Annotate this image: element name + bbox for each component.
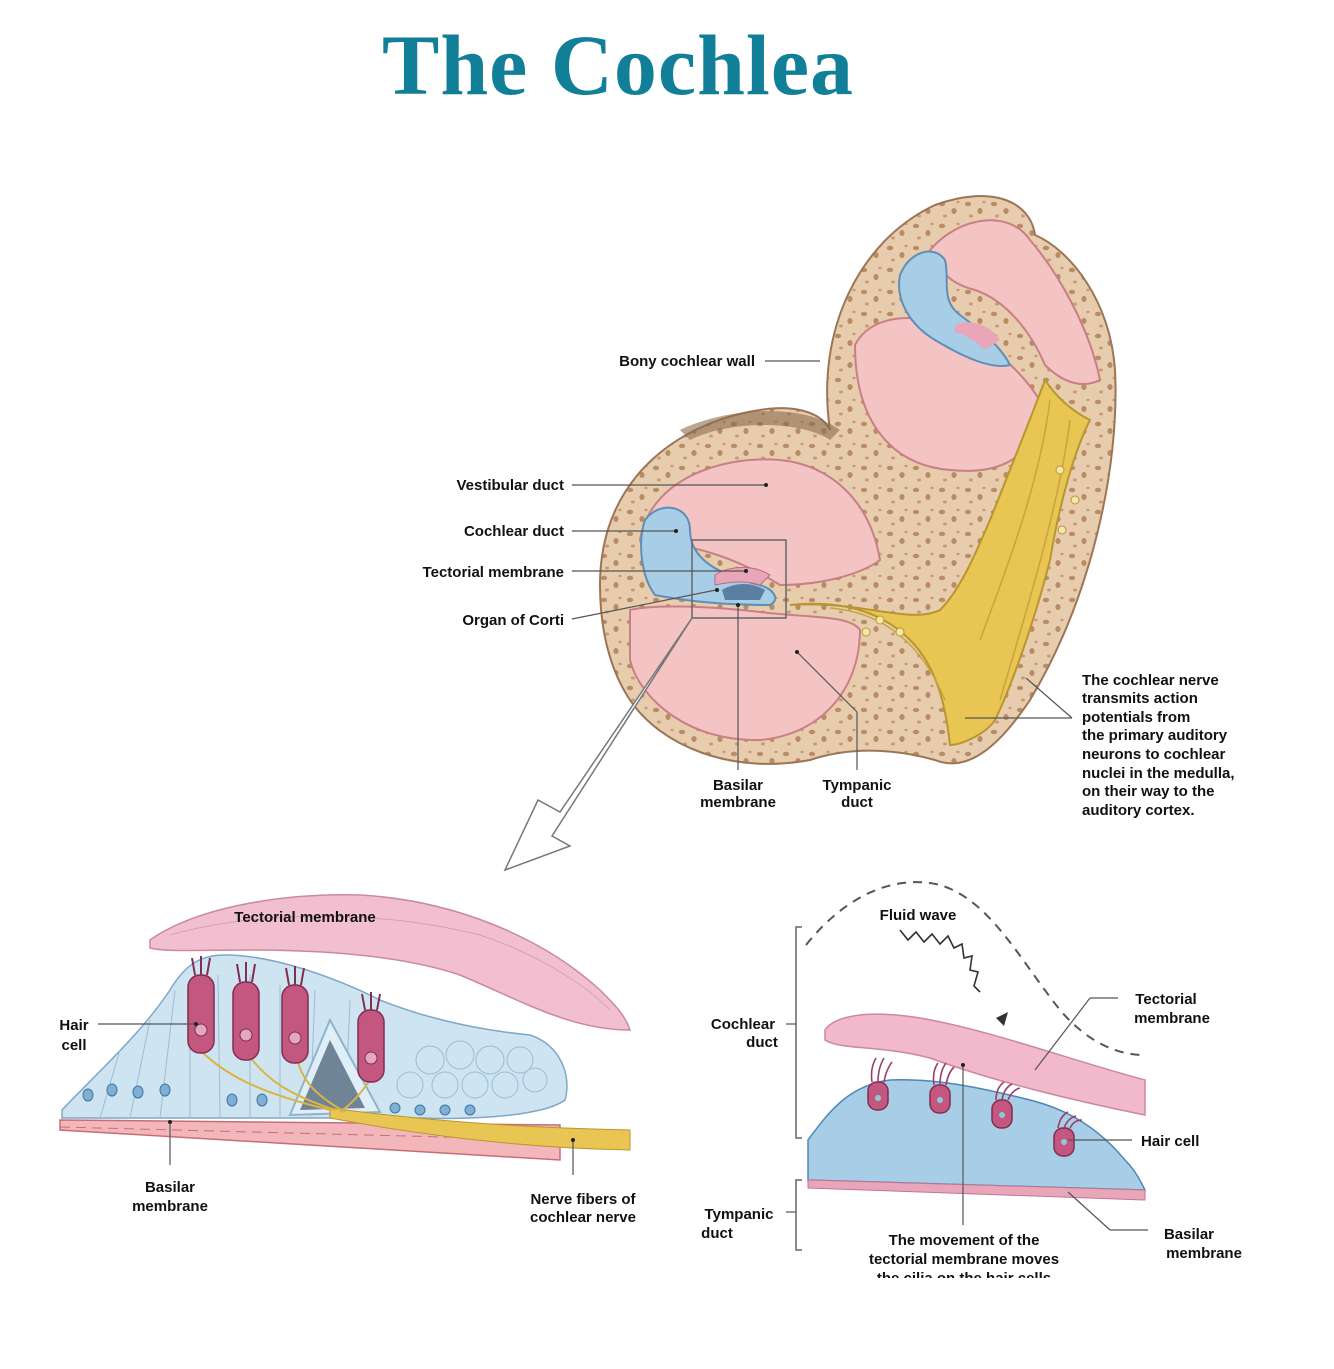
lower-vestibular-duct	[638, 458, 882, 587]
label-nerve-fibers-2: cochlear nerve	[530, 1209, 636, 1226]
svg-text:nuclei in the medulla,: nuclei in the medulla,	[1082, 765, 1235, 782]
label-tectorial-membrane-mech-1: Tectorial	[1135, 991, 1196, 1008]
inset-box	[691, 539, 787, 619]
mechanism-caption: The movement of the tectorial membrane m…	[869, 1232, 1059, 1287]
svg-text:the primary auditory: the primary auditory	[1082, 727, 1228, 744]
label-vestibular-duct: Vestibular duct	[456, 477, 564, 494]
svg-text:transmits action: transmits action	[1082, 690, 1198, 707]
svg-text:on their way to the: on their way to the	[1082, 783, 1215, 800]
lower-tympanic-duct	[629, 605, 862, 742]
nerve-fibers	[329, 1107, 631, 1151]
label-bony-cochlear-wall: Bony cochlear wall	[619, 353, 755, 370]
svg-text:The cochlear nerve: The cochlear nerve	[1082, 672, 1219, 689]
label-organ-of-corti: Organ of Corti	[462, 612, 564, 629]
label-tectorial-membrane-detail: Tectorial membrane	[234, 909, 375, 926]
label-tectorial-membrane-mech-2: membrane	[1134, 1010, 1210, 1027]
basilar-membrane-mech	[807, 1179, 1146, 1201]
cochlear-nerve-note: The cochlear nerve transmits action pote…	[1082, 672, 1235, 819]
label-hair-cell-detail-2: cell	[61, 1037, 86, 1054]
svg-text:the cilia on the hair cells: the cilia on the hair cells	[877, 1270, 1051, 1287]
label-tympanic-duct-top-2: duct	[841, 794, 873, 811]
label-tympanic-duct-mech-2: duct	[701, 1225, 733, 1242]
cochlea-cross-section	[503, 195, 1117, 872]
label-basilar-membrane-mech-1: Basilar	[1164, 1226, 1214, 1243]
page-title: The Cochlea	[381, 17, 855, 113]
label-hair-cell-detail-1: Hair	[59, 1017, 88, 1034]
tectorial-membrane-mech	[824, 1013, 1146, 1116]
label-cochlear-duct: Cochlear duct	[464, 523, 564, 540]
svg-text:tectorial membrane moves: tectorial membrane moves	[869, 1251, 1059, 1268]
label-basilar-membrane-detail-2: membrane	[132, 1198, 208, 1215]
label-cochlear-duct-mech-1: Cochlear	[711, 1016, 775, 1033]
label-hair-cell-mech: Hair cell	[1141, 1133, 1199, 1150]
tectorial-membrane-detail	[149, 894, 632, 1031]
label-tympanic-duct-mech-1: Tympanic	[705, 1206, 774, 1223]
svg-text:neurons to cochlear: neurons to cochlear	[1082, 746, 1226, 763]
organ-of-corti-detail	[59, 894, 632, 1161]
svg-text:The movement of the: The movement of the	[889, 1232, 1040, 1249]
fluid-wave-arrow	[899, 929, 981, 993]
svg-text:auditory cortex.: auditory cortex.	[1082, 802, 1195, 819]
label-nerve-fibers-1: Nerve fibers of	[530, 1191, 636, 1208]
upper-vestibular-duct	[928, 219, 1102, 385]
label-fluid-wave: Fluid wave	[880, 907, 957, 924]
zoom-arrow	[503, 617, 693, 872]
label-cochlear-duct-mech-2: duct	[746, 1034, 778, 1051]
label-basilar-membrane-mech-2: membrane	[1166, 1245, 1242, 1262]
label-tympanic-duct-top-1: Tympanic	[823, 777, 892, 794]
mechanism-diagram	[795, 881, 1147, 1251]
label-basilar-membrane-top-2: membrane	[700, 794, 776, 811]
organ-region	[807, 1079, 1147, 1191]
label-basilar-membrane-top-1: Basilar	[713, 777, 763, 794]
label-basilar-membrane-detail-1: Basilar	[145, 1179, 195, 1196]
label-tectorial-membrane: Tectorial membrane	[423, 564, 564, 581]
fluid-wave-curve	[805, 881, 1146, 1056]
svg-text:potentials from: potentials from	[1082, 709, 1190, 726]
